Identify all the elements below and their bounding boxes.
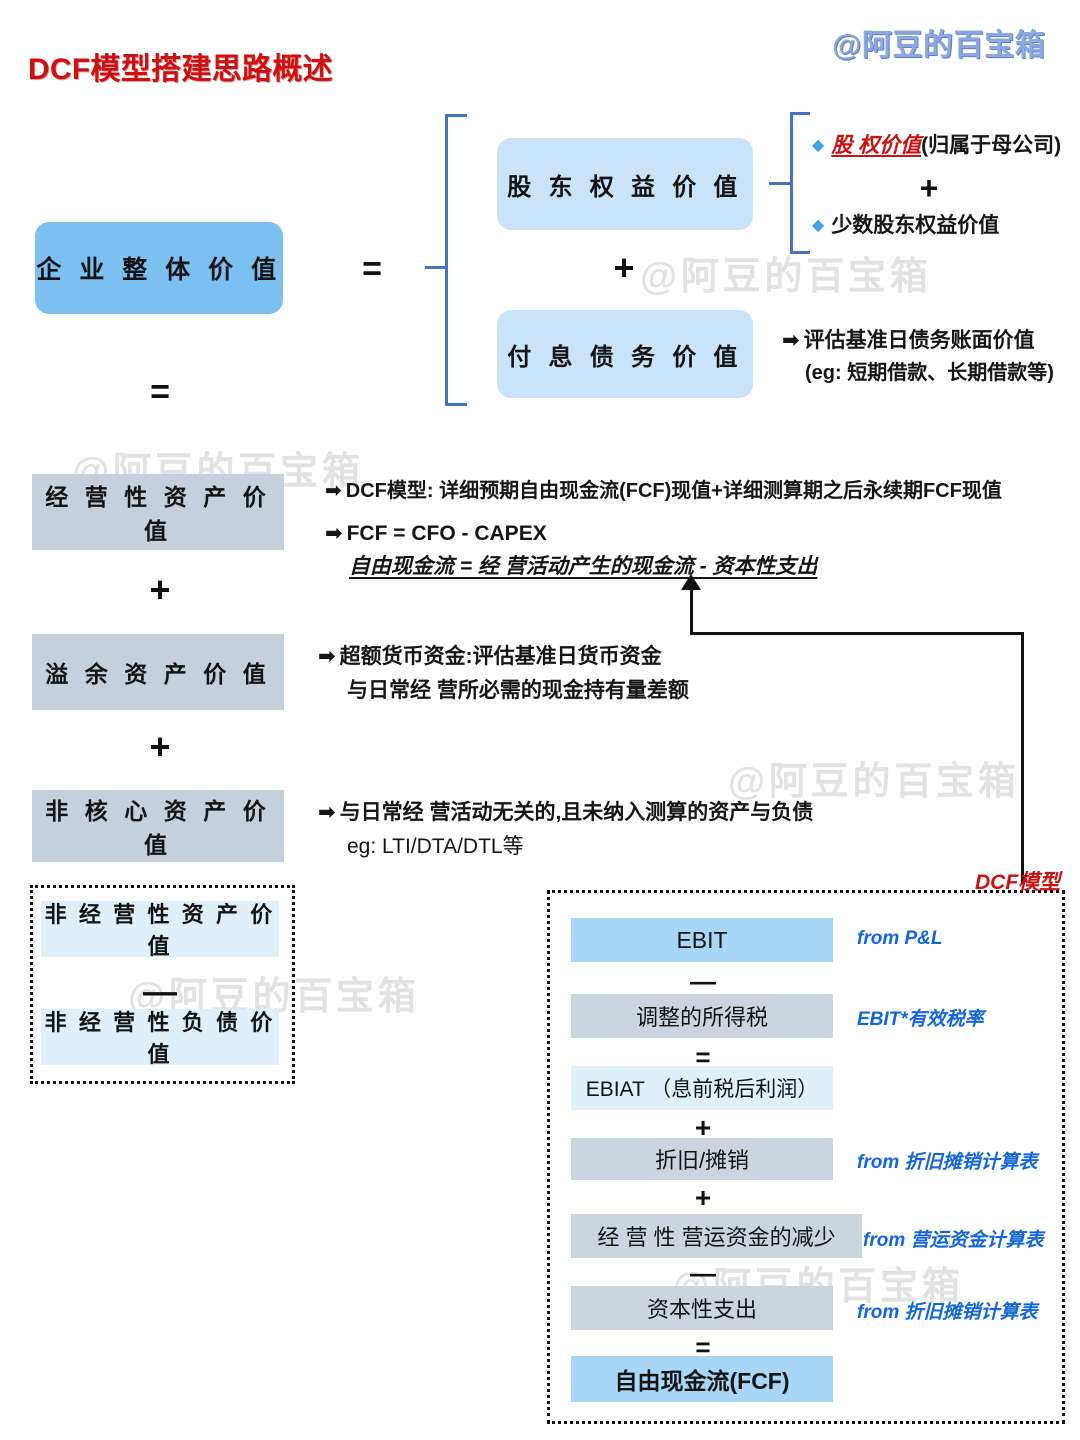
dcf-note-capex: from 折旧摊销计算表 [857, 1302, 1038, 1323]
note-debt-examples: (eg: 短期借款、长期借款等) [805, 362, 1054, 384]
dcf-operator-4: + [694, 1182, 712, 1213]
box-surplus-assets-label: 溢 余 资 产 价 值 [45, 661, 271, 687]
arrow-icon-noncore: ➡ [318, 801, 336, 824]
box-nonoperating-liability-label: 非 经 营 性 负 债 价 值 [44, 1010, 276, 1067]
note-surplus-assets-line1: ➡超额货币资金:评估基准日货币资金 [318, 642, 662, 672]
note-debt-book-value-line1: 评估基准日债务账面价值 [803, 329, 1035, 352]
connector-vertical-left [690, 586, 693, 634]
dcf-row-working-capital-label: 经 营 性 营运资金的减少 [597, 1225, 836, 1250]
dcf-row-capex-label: 资本性支出 [646, 1297, 757, 1322]
box-interest-bearing-debt-value: 付 息 债 务 价 值 [497, 310, 753, 398]
bracket-left-vertical [445, 114, 448, 406]
dcf-row-ebit: EBIT [571, 918, 833, 962]
watermark-1: @阿豆的百宝箱 [640, 256, 932, 298]
note-equity-value: ◆ 股 权价值(归属于母公司) [812, 131, 1061, 161]
connector-arrowhead-icon [681, 574, 701, 590]
note-equity-value-rest: (归属于母公司) [921, 134, 1062, 157]
dcf-operator-5: — [690, 1258, 716, 1288]
note-operating-assets-line3: 自由现金流 = 经 营活动产生的现金流 - 资本性支出 [349, 555, 818, 578]
dcf-row-depreciation: 折旧/摊销 [571, 1138, 833, 1180]
dcf-operator-3: + [694, 1112, 712, 1143]
box-shareholder-equity-value: 股 东 权 益 价 值 [497, 138, 753, 230]
dcf-note-working-capital: from 营运资金计算表 [863, 1230, 1044, 1251]
note-surplus-assets-line1-text: 超额货币资金:评估基准日货币资金 [339, 645, 662, 668]
box-nonoperating-liability-value: 非 经 营 性 负 债 价 值 [41, 1009, 279, 1067]
note-minority-interest: ◆ 少数股东权益价值 [812, 211, 999, 241]
dotted-group-nonoperating [30, 885, 295, 1084]
note-operating-assets-line2-text: FCF = CFO - CAPEX [346, 522, 547, 545]
dcf-model-container [547, 890, 1065, 1424]
dcf-row-fcf: 自由现金流(FCF) [571, 1356, 833, 1402]
diamond-bullet-icon-2: ◆ [812, 217, 825, 234]
box-interest-bearing-debt-label: 付 息 债 务 价 值 [507, 343, 743, 371]
watermark-3: @阿豆的百宝箱 [728, 761, 1020, 803]
box-enterprise-value: 企 业 整 体 价 值 [35, 222, 283, 314]
bracket-left-mid-stub [425, 266, 447, 269]
note-operating-assets-line1-text: DCF模型: 详细预期自由现金流(FCF)现值+详细测算期之后永续期FCF现值 [345, 480, 1002, 502]
note-minority-interest-label: 少数股东权益价值 [831, 214, 1000, 237]
note-noncore-assets-line1-text: 与日常经 营活动无关的,且未纳入测算的资产与负债 [339, 801, 814, 824]
box-operating-assets-label: 经 营 性 资 产 价 值 [45, 484, 271, 544]
operator-plus-equity-notes: + [919, 170, 939, 206]
dcf-operator-2: = [695, 1042, 711, 1072]
dcf-row-adjusted-tax: 调整的所得税 [571, 994, 833, 1038]
box-nonoperating-asset-value: 非 经 营 性 资 产 价 值 [41, 901, 279, 959]
dcf-note-adjusted-tax: EBIT*有效税率 [857, 1009, 984, 1030]
dcf-row-ebiat-label: EBIAT （息前税后利润） [585, 1078, 819, 1101]
box-enterprise-value-label: 企 业 整 体 价 值 [36, 256, 282, 284]
bracket-right-vertical [790, 112, 793, 254]
box-noncore-assets-value: 非 核 心 资 产 价 值 [32, 790, 284, 862]
connector-vertical-right [1021, 632, 1024, 884]
dcf-note-depreciation: from 折旧摊销计算表 [857, 1152, 1038, 1173]
operator-equals-top: = [362, 250, 382, 288]
note-operating-assets-line2: ➡FCF = CFO - CAPEX [325, 519, 547, 549]
dcf-row-ebit-label: EBIT [676, 926, 728, 953]
note-debt-book-value: ➡评估基准日债务账面价值 [782, 326, 1035, 356]
box-shareholder-equity-label: 股 东 权 益 价 值 [507, 173, 743, 201]
dcf-row-depreciation-label: 折旧/摊销 [654, 1148, 750, 1173]
box-noncore-assets-label: 非 核 心 资 产 价 值 [45, 798, 271, 858]
arrow-icon-op-1: ➡ [325, 480, 342, 502]
bracket-left-top-stub [445, 114, 467, 117]
bracket-right-bottom-stub [790, 251, 810, 254]
dcf-row-adjusted-tax-label: 调整的所得税 [635, 1005, 768, 1030]
diamond-bullet-icon: ◆ [812, 137, 825, 154]
operator-plus-left-1: + [149, 569, 171, 610]
dcf-operator-6: = [695, 1332, 711, 1362]
operator-plus-top: + [613, 247, 635, 288]
dcf-row-capex: 资本性支出 [571, 1286, 833, 1330]
operator-minus-nonoperating: — [143, 973, 177, 1011]
note-noncore-assets-line2: eg: LTI/DTA/DTL等 [347, 835, 524, 858]
arrow-icon-op-2: ➡ [325, 522, 343, 545]
note-operating-assets-line1: ➡DCF模型: 详细预期自由现金流(FCF)现值+详细测算期之后永续期FCF现值 [325, 477, 1002, 506]
note-equity-value-strong: 股 权价值 [831, 134, 922, 157]
box-nonoperating-asset-label: 非 经 营 性 资 产 价 值 [44, 902, 276, 959]
arrow-icon-surplus: ➡ [318, 645, 336, 668]
operator-plus-left-2: + [149, 726, 171, 767]
bracket-left-bottom-stub [445, 403, 467, 406]
dcf-row-fcf-label: 自由现金流(FCF) [614, 1368, 790, 1394]
arrow-icon-debt: ➡ [782, 329, 800, 352]
dcf-model-label: DCF模型 [975, 871, 1061, 894]
note-noncore-assets-line1: ➡与日常经 营活动无关的,且未纳入测算的资产与负债 [318, 798, 813, 828]
page-title: DCF模型搭建思路概述 [28, 53, 333, 86]
dcf-row-working-capital: 经 营 性 营运资金的减少 [571, 1214, 862, 1258]
bracket-right-mid-stub [769, 182, 791, 185]
connector-horizontal [690, 632, 1024, 635]
watermark-header: @阿豆的百宝箱 [832, 29, 1046, 62]
note-surplus-assets-line2: 与日常经 营所必需的现金持有量差额 [347, 679, 689, 702]
dcf-row-ebiat: EBIAT （息前税后利润） [571, 1066, 833, 1110]
bracket-right-top-stub [790, 112, 810, 115]
dcf-operator-1: — [690, 966, 716, 996]
box-operating-assets-value: 经 营 性 资 产 价 值 [32, 474, 284, 550]
dcf-note-ebit: from P&L [857, 928, 943, 949]
operator-equals-left: = [150, 373, 170, 411]
box-surplus-assets-value: 溢 余 资 产 价 值 [32, 634, 284, 710]
